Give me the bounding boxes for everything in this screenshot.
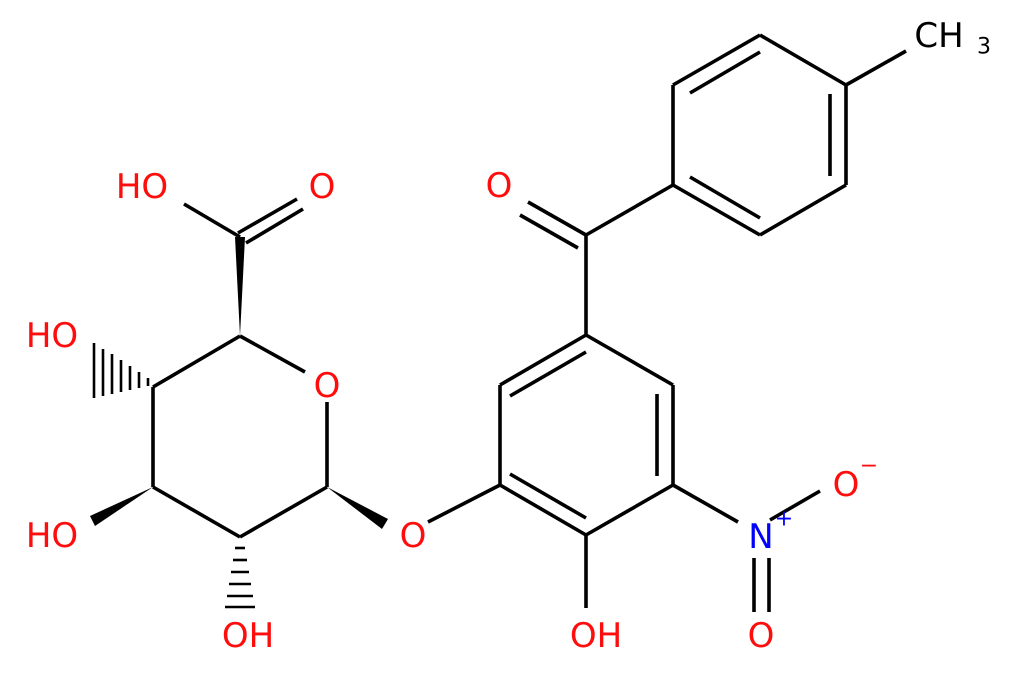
label-ring-o: O [314,366,341,406]
bond-ar5-ar6-inner [509,350,587,398]
bond-c6-o-b [245,207,304,245]
bond-ar3-n [672,483,739,524]
label-ketone-o: O [486,166,513,206]
label-nitro-n: N [748,517,773,557]
label-acid-o: O [309,167,336,207]
sugar-ring-bonds [151,334,329,539]
label-nitro-o-minus-charge: − [860,454,878,479]
tolyl-ring-bonds [671,33,848,237]
label-nitro-o-minus: O [833,465,860,505]
bond-ar4-ar5 [585,333,674,387]
bond-c6-oh [183,202,241,239]
bond-t5-t6 [672,33,761,87]
hash-c4-oh [92,343,150,398]
bond-ar1-ar2-inner [509,472,587,520]
label-oh-c2: OH [222,616,274,656]
central-ring-bonds [498,333,675,537]
label-ether-o: O [400,516,427,556]
bond-co-o-a [527,200,587,237]
hash-c2-oh [225,546,255,609]
label-phenol-oh: OH [570,616,622,656]
bond-co-o-b [519,213,579,250]
wedge-c1-ether [327,487,388,529]
bond-c1-c2 [239,485,328,539]
bond-t4-t5 [759,33,847,87]
label-acid-oh: HO [116,167,168,207]
wedge-c3-oh [90,487,153,526]
wedge-c5-c6 [235,237,245,336]
label-oh-c4: HO [26,316,78,356]
bond-c5-ringO [239,334,306,374]
label-nitro-n-charge: + [775,507,793,532]
label-oh-c3: HO [26,516,78,556]
bond-t5-t6-inner [689,50,761,95]
bond-c6-o-a [237,197,298,235]
bond-t2-t3 [759,183,847,237]
bond-c4-c5 [152,334,241,389]
bond-t1-t2-inner [689,175,761,220]
bond-n-ominus [769,489,821,522]
bond-co-tol [585,183,674,237]
bond-ar5-ar6 [499,333,587,387]
bond-ar2-ar3 [585,483,674,537]
label-methyl-sub: 3 [977,35,991,60]
bond-c2-c3 [152,485,241,539]
bond-ar1-ar2 [499,483,587,537]
carboxyl-group [183,197,304,336]
label-nitro-o: O [748,616,775,656]
bond-t1-t2 [672,183,761,237]
label-methyl: CH [914,16,963,56]
bond-t4-methyl [845,49,907,87]
bond-ether-ar [427,483,501,524]
